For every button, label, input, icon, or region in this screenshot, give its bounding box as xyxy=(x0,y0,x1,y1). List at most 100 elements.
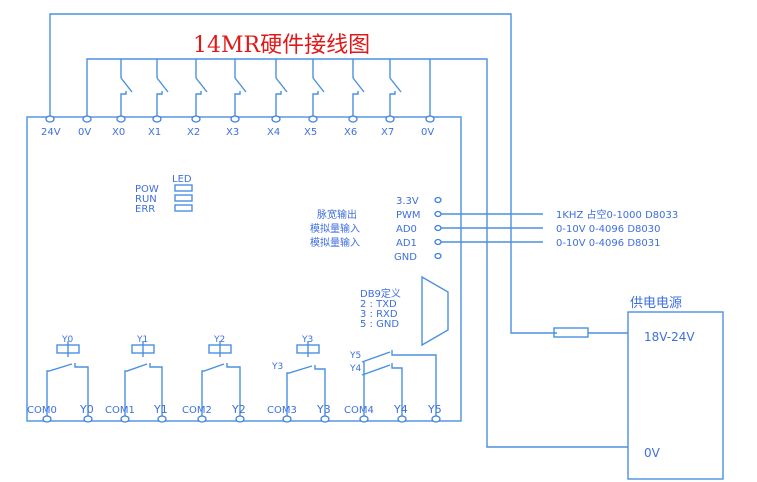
bottom-terminal-label: COM4 xyxy=(344,405,374,416)
terminal-screw-icon[interactable] xyxy=(359,415,369,423)
db9-connector-icon xyxy=(421,275,449,347)
relay-wire xyxy=(314,365,326,416)
relay-contact-icon xyxy=(361,351,391,363)
led-label-pow: POW xyxy=(135,184,159,195)
terminal-screw-icon[interactable] xyxy=(320,415,330,423)
bottom-terminal-label: COM1 xyxy=(105,405,135,416)
terminal-screw-icon[interactable] xyxy=(120,415,130,423)
switch-contact-icon xyxy=(234,77,247,93)
pin-terminal-icon[interactable] xyxy=(434,238,442,246)
top-terminal-label: 0V xyxy=(78,127,91,138)
terminal-screw-icon[interactable] xyxy=(83,415,93,423)
power-supply-title: 供电电源 xyxy=(630,296,682,311)
io-pin-label: 3.3V xyxy=(396,196,419,207)
terminal-screw-icon[interactable] xyxy=(230,115,240,123)
terminal-screw-icon[interactable] xyxy=(157,415,167,423)
plc-body xyxy=(26,116,462,422)
terminal-screw-icon[interactable] xyxy=(385,115,395,123)
relay-wire xyxy=(149,363,163,416)
io-pin-note: 0-10V 0-4096 D8031 xyxy=(556,238,660,249)
terminal-screw-icon[interactable] xyxy=(82,115,92,123)
relay-contact-label: Y5 xyxy=(349,351,361,361)
switch-contact-icon xyxy=(120,77,133,93)
led-header: LED xyxy=(172,174,192,185)
pin-terminal-icon[interactable] xyxy=(434,252,442,260)
input-wire xyxy=(234,91,241,116)
relay-coil-label: Y1 xyxy=(136,335,148,345)
relay-contact-icon xyxy=(124,363,148,416)
relay-contact-icon xyxy=(361,364,391,376)
relay-contact-icon xyxy=(46,363,73,416)
terminal-screw-icon[interactable] xyxy=(271,115,281,123)
wire-24v-to-supply xyxy=(49,13,557,334)
pin-terminal-icon[interactable] xyxy=(434,210,442,218)
relay-wire xyxy=(226,363,241,416)
pin-terminal-icon[interactable] xyxy=(434,224,442,232)
relay-wire xyxy=(391,363,403,416)
terminal-screw-icon[interactable] xyxy=(425,115,435,123)
led-label-err: ERR xyxy=(135,204,155,215)
switch-contact-icon xyxy=(156,77,169,93)
io-pin-label: GND xyxy=(394,252,417,263)
top-terminal-label: X5 xyxy=(304,127,317,138)
input-wire xyxy=(120,91,127,116)
terminal-screw-icon[interactable] xyxy=(116,115,126,123)
io-pin-description: 模拟量输入 xyxy=(310,222,360,235)
led-icon xyxy=(174,204,193,212)
led-icon xyxy=(174,194,193,202)
input-wire xyxy=(275,91,282,116)
terminal-screw-icon[interactable] xyxy=(235,415,245,423)
bottom-terminal-label: Y3 xyxy=(316,403,331,416)
fuse-icon xyxy=(553,327,589,338)
power-supply-negative: 0V xyxy=(644,446,661,460)
io-pin-description: 模拟量输入 xyxy=(310,236,360,249)
relay-contact-label: Y3 xyxy=(271,362,283,372)
db9-title: DB9定义 xyxy=(360,287,401,300)
terminal-screw-icon[interactable] xyxy=(348,115,358,123)
switch-contact-icon xyxy=(352,77,365,93)
terminal-screw-icon[interactable] xyxy=(45,115,55,123)
top-terminal-label: X6 xyxy=(344,127,357,138)
pin-terminal-icon[interactable] xyxy=(434,196,442,204)
top-terminal-label: X0 xyxy=(112,127,125,138)
terminal-screw-icon[interactable] xyxy=(191,115,201,123)
terminal-screw-icon[interactable] xyxy=(282,415,292,423)
io-pin-label: AD1 xyxy=(396,238,417,249)
terminal-screw-icon[interactable] xyxy=(42,415,52,423)
io-pin-note: 1KHZ 占空0-1000 D8033 xyxy=(556,208,678,221)
bottom-terminal-label: Y4 xyxy=(393,403,408,416)
top-terminal-label: 0V xyxy=(421,127,434,138)
io-pin-label: AD0 xyxy=(396,224,417,235)
relay-contact-icon xyxy=(201,363,225,416)
bottom-terminal-label: COM0 xyxy=(27,405,57,416)
db9-line-txd: 2 : TXD xyxy=(360,299,397,310)
top-terminal-label: X7 xyxy=(381,127,394,138)
terminal-screw-icon[interactable] xyxy=(397,415,407,423)
top-terminal-label: X3 xyxy=(226,127,239,138)
terminal-screw-icon[interactable] xyxy=(197,415,207,423)
input-wire xyxy=(195,91,202,116)
top-terminal-label: 24V xyxy=(41,127,61,138)
relay-contact-icon xyxy=(286,365,313,416)
relay-coil-label: Y2 xyxy=(213,335,225,345)
terminal-screw-icon[interactable] xyxy=(152,115,162,123)
switch-contact-icon xyxy=(389,77,402,93)
top-terminal-label: X1 xyxy=(148,127,161,138)
input-wire xyxy=(156,91,163,116)
power-supply-positive: 18V-24V xyxy=(644,330,695,344)
io-pin-note: 0-10V 0-4096 D8030 xyxy=(556,224,660,235)
diagram-title: 14MR硬件接线图 xyxy=(193,33,370,58)
bottom-terminal-label: Y1 xyxy=(153,403,168,416)
terminal-screw-icon[interactable] xyxy=(308,115,318,123)
terminal-screw-icon[interactable] xyxy=(431,415,441,423)
switch-contact-icon xyxy=(195,77,208,93)
relay-wire xyxy=(391,350,437,416)
top-terminal-label: X4 xyxy=(267,127,280,138)
relay-contact-label: Y4 xyxy=(349,364,361,374)
bottom-terminal-label: Y0 xyxy=(79,403,94,416)
bottom-terminal-label: COM3 xyxy=(267,405,297,416)
